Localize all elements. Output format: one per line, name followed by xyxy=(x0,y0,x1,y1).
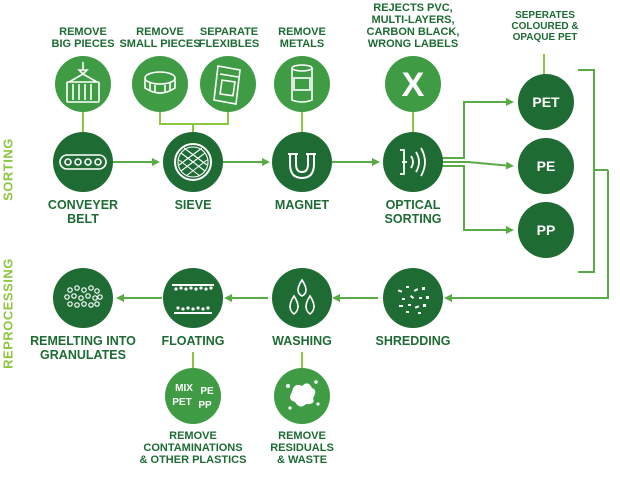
floating-flakes-icon xyxy=(172,284,214,314)
side-label-reprocessing: REPROCESSING xyxy=(0,258,16,369)
label-magnet: MAGNET xyxy=(274,198,330,212)
conveyor-icon xyxy=(59,154,107,170)
remove-big-node xyxy=(55,56,111,112)
remove-metals-node xyxy=(274,56,330,112)
sieve-icon xyxy=(174,143,212,181)
splash-icon xyxy=(286,380,320,410)
mix-text: MIX xyxy=(175,383,193,394)
label-shredding: SHREDDING xyxy=(375,334,451,348)
pet-label: PET xyxy=(532,94,560,110)
reject-node: X xyxy=(385,56,441,112)
label-separates-pet: SEPERATES COLOURED & OPAQUE PET xyxy=(511,10,579,43)
remelting-node xyxy=(53,268,113,328)
water-drops-icon xyxy=(289,278,315,316)
pp-node: PP xyxy=(518,202,574,258)
bottom-connectors xyxy=(192,352,303,370)
polymer-bracket xyxy=(444,69,609,302)
label-floating: FLOATING xyxy=(161,334,225,348)
reject-x-icon: X xyxy=(402,66,425,104)
can-icon xyxy=(291,64,313,103)
label-remove-residuals: REMOVE RESIDUALS & WASTE xyxy=(270,430,334,466)
cap-icon xyxy=(144,71,176,94)
label-remove-contaminations: REMOVE CONTAMINATIONS & OTHER PLASTICS xyxy=(139,430,247,466)
shredding-node xyxy=(383,268,443,328)
label-remove-big-pieces: REMOVE BIG PIECES xyxy=(51,26,115,50)
pp-label: PP xyxy=(537,222,556,238)
magnet-node xyxy=(272,132,332,192)
granulates-icon xyxy=(64,285,103,308)
label-optical-sorting: OPTICAL SORTING xyxy=(384,198,442,226)
separate-flexibles-node xyxy=(200,56,256,112)
pe-node: PE xyxy=(518,138,574,194)
side-label-sorting: SORTING xyxy=(0,138,16,201)
label-rejects: REJECTS PVC, MULTI-LAYERS, CARBON BLACK,… xyxy=(366,2,460,50)
floating-node xyxy=(163,268,223,328)
optical-to-polymer-arrows xyxy=(442,98,514,234)
washing-node xyxy=(272,268,332,328)
residuals-node xyxy=(274,368,330,424)
magnet-icon xyxy=(288,153,316,180)
mix-pet-text: PET xyxy=(172,397,191,408)
pe-label: PE xyxy=(537,158,556,174)
shreds-icon xyxy=(397,286,429,314)
optical-sorting-node xyxy=(383,132,443,192)
sieve-node xyxy=(163,132,223,192)
mix-badge: MIX PE PET PP xyxy=(172,383,214,411)
label-remove-small-pieces: REMOVE SMALL PIECES xyxy=(119,26,201,50)
mix-node: MIX PE PET PP xyxy=(165,368,221,424)
label-separate-flexibles: SEPARATE FLEXIBLES xyxy=(198,26,260,50)
label-sieve: SIEVE xyxy=(174,198,212,212)
pet-node: PET xyxy=(518,74,574,130)
pouch-icon xyxy=(213,65,241,105)
mix-pp-text: PP xyxy=(198,400,212,411)
remove-small-node xyxy=(132,56,188,112)
conveyor-belt-node xyxy=(53,132,113,192)
label-conveyor-belt: CONVEYER BELT xyxy=(47,198,119,226)
crate-hook-icon xyxy=(66,62,100,103)
label-remelting: REMELTING INTO GRANULATES xyxy=(30,334,136,362)
mix-pe-text: PE xyxy=(200,386,214,397)
top-connectors xyxy=(82,54,545,136)
label-washing: WASHING xyxy=(272,334,332,348)
label-remove-metals: REMOVE METALS xyxy=(278,26,326,50)
optical-sensor-icon xyxy=(400,147,426,177)
